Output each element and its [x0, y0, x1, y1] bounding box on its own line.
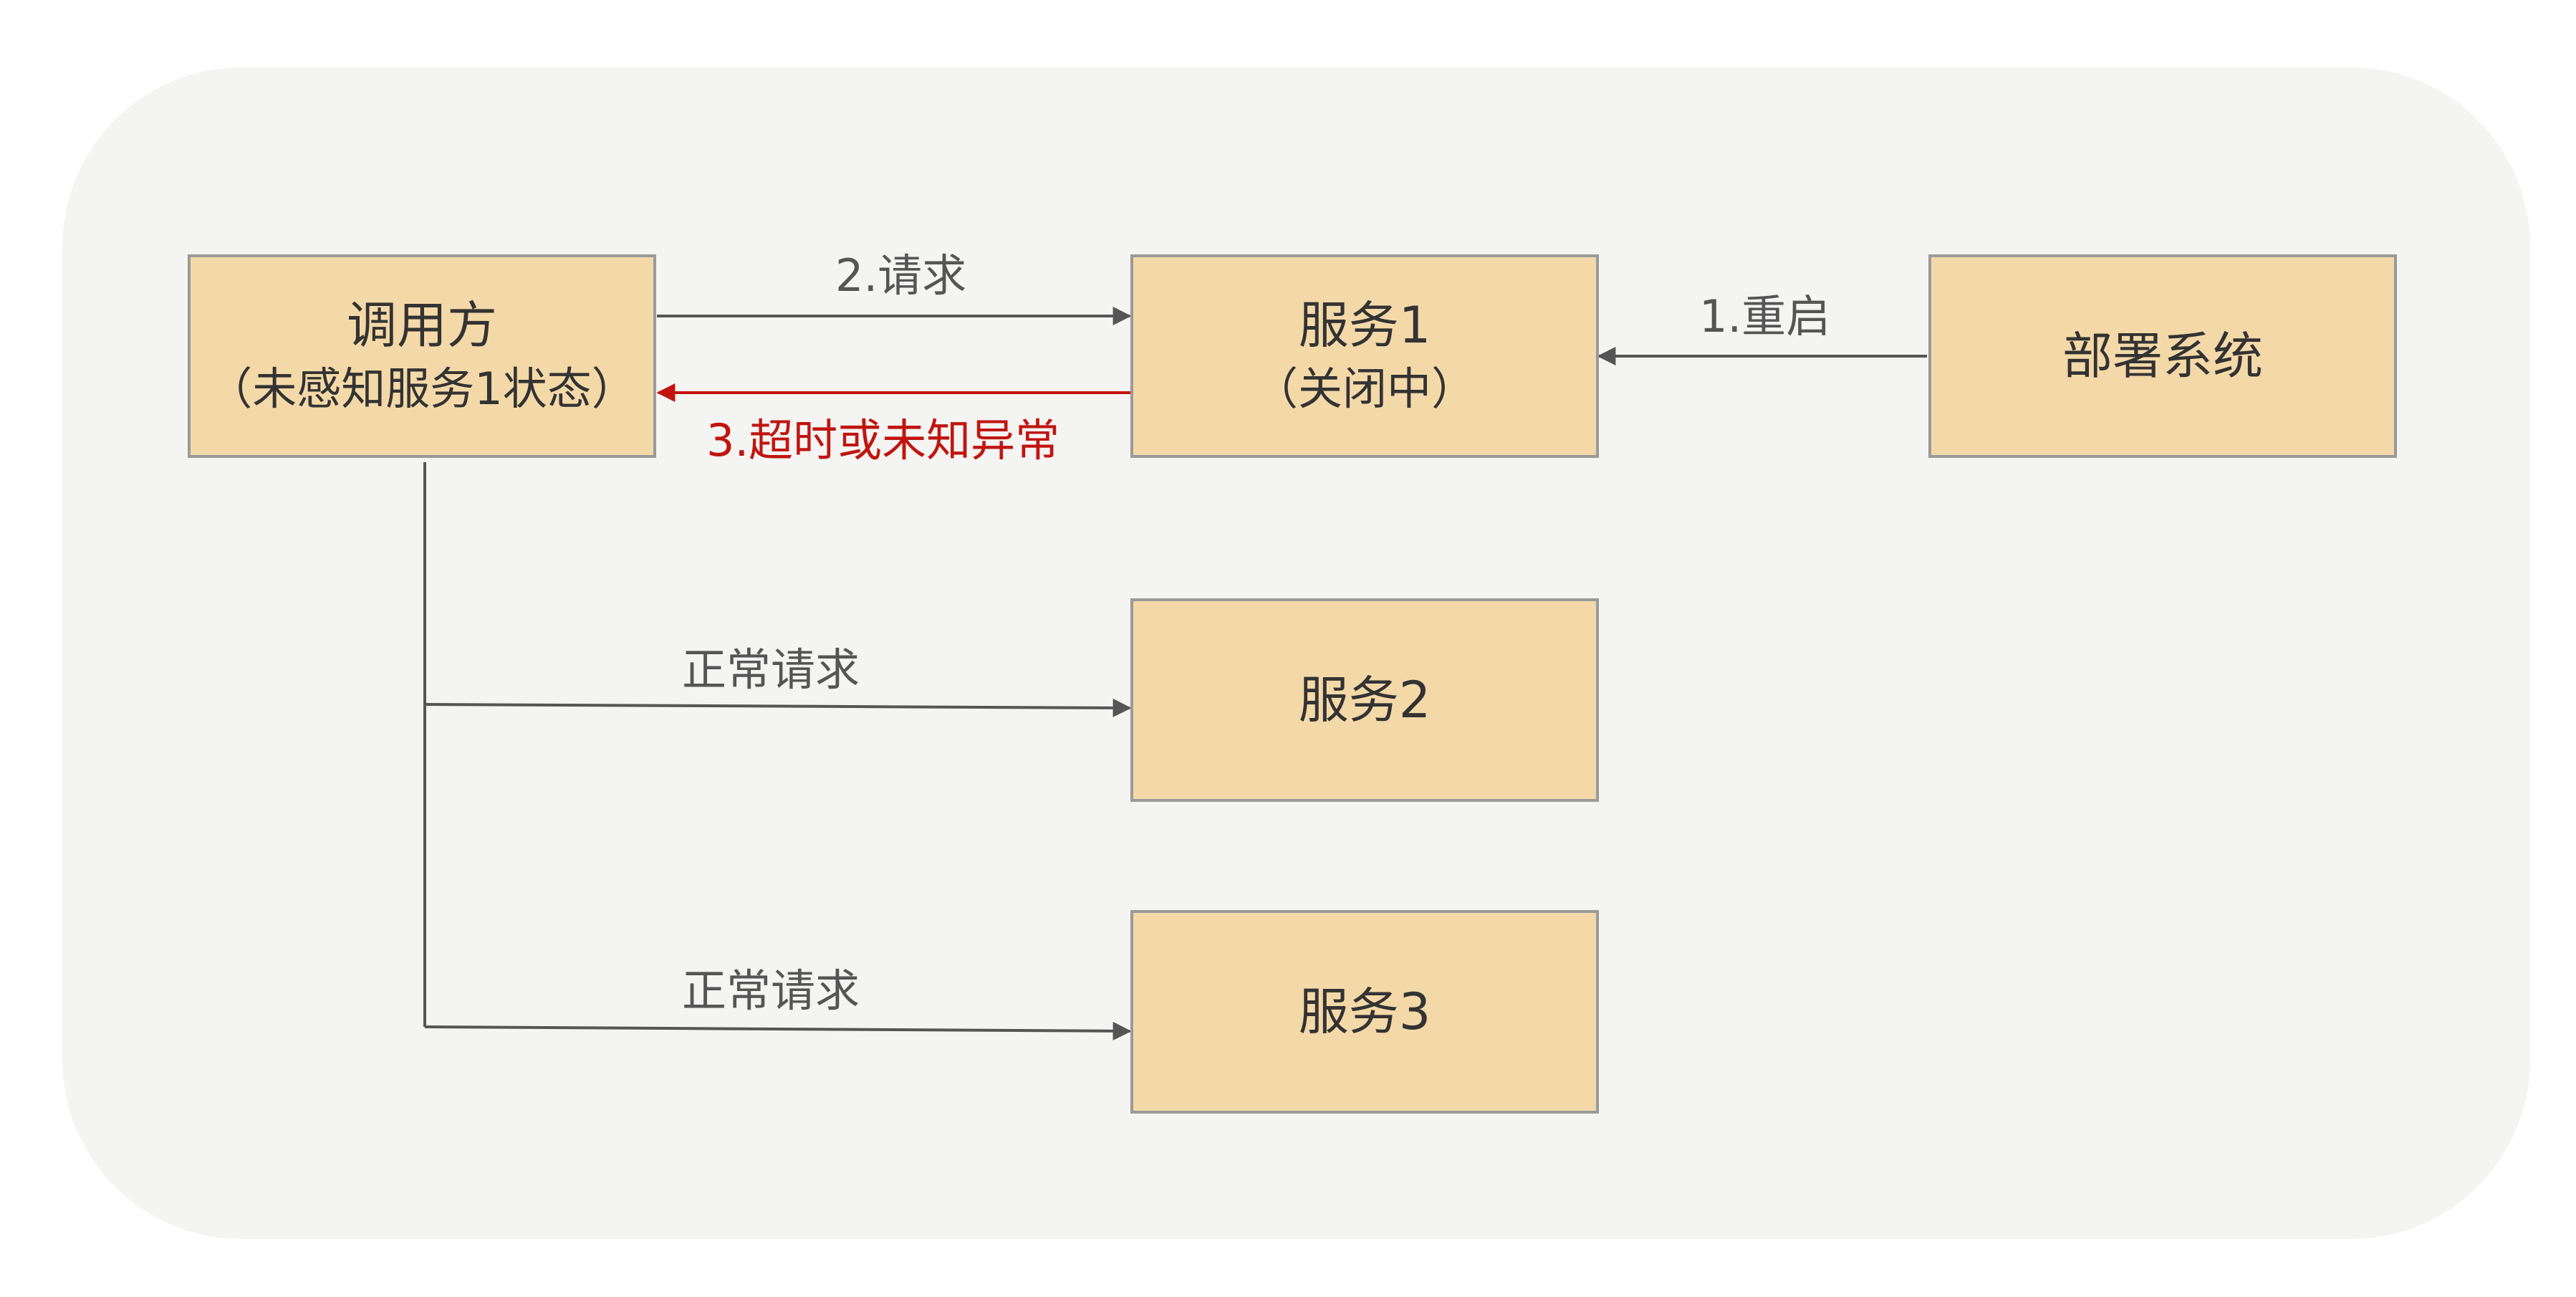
arrow-normal-request-2 [424, 698, 1132, 717]
node-service1-title: 服务1 [1298, 296, 1431, 355]
label-normal-request-2: 正常请求 [682, 643, 860, 696]
node-service1-subtitle: （关闭中） [1253, 363, 1476, 415]
node-caller: 调用方 （未感知服务1状态） [188, 254, 656, 458]
label-normal-request-3: 正常请求 [682, 965, 860, 1017]
node-caller-subtitle: （未感知服务1状态） [208, 363, 636, 415]
label-timeout: 3.超时或未知异常 [706, 414, 1060, 466]
node-deploy-system-title: 部署系统 [2062, 327, 2263, 386]
node-service3-title: 服务3 [1298, 982, 1431, 1041]
arrow-normal-request-3 [424, 1021, 1132, 1040]
label-restart: 1.重启 [1699, 290, 1831, 343]
node-service3: 服务3 [1130, 910, 1599, 1114]
node-service1: 服务1 （关闭中） [1130, 254, 1599, 458]
node-service2-title: 服务2 [1298, 671, 1431, 729]
label-request: 2.请求 [835, 249, 967, 302]
node-service2: 服务2 [1130, 598, 1599, 802]
node-deploy-system: 部署系统 [1928, 254, 2397, 458]
node-caller-title: 调用方 [347, 296, 497, 355]
